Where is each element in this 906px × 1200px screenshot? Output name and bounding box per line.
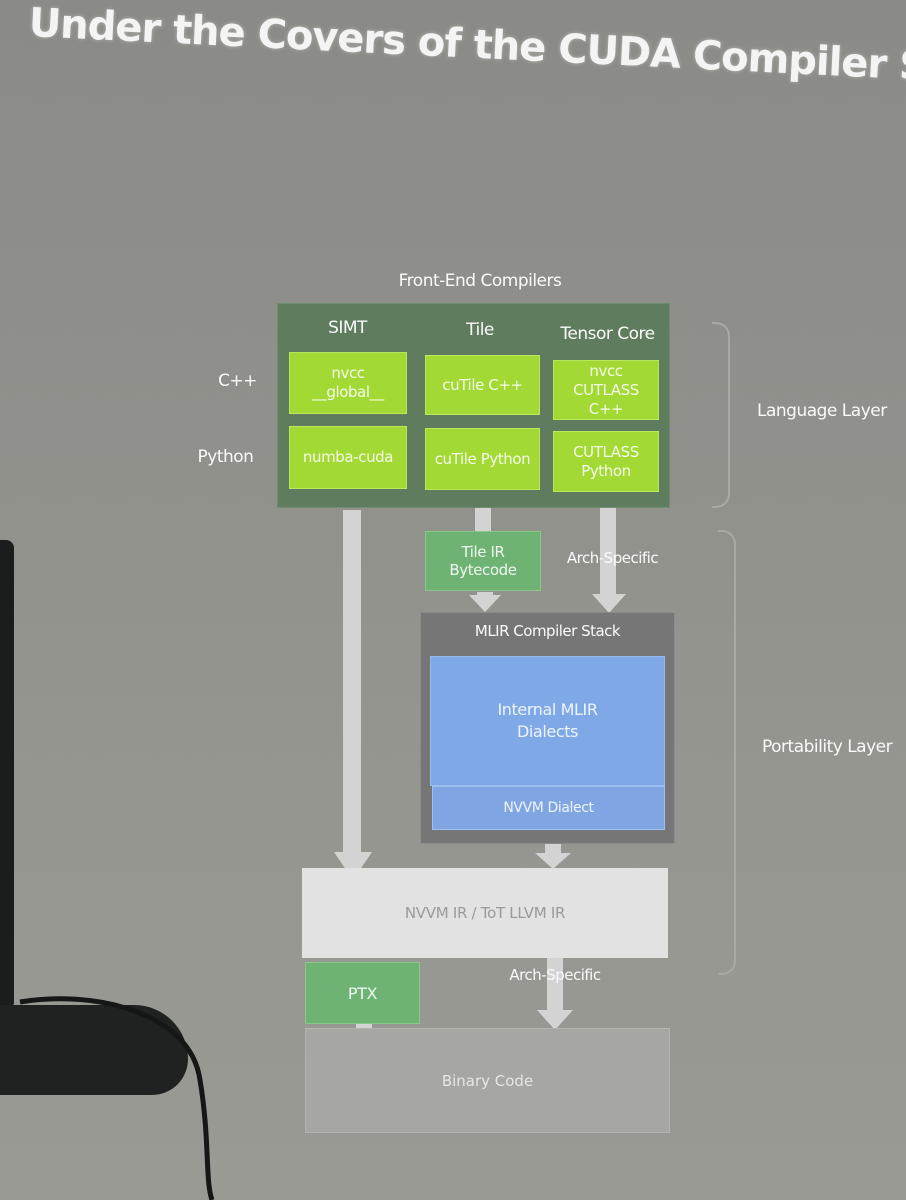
column-header-tile: Tile [466, 320, 494, 340]
portability-layer-bracket [718, 530, 736, 975]
nvvm-ir-bar: NVVM IR / ToT LLVM IR [302, 868, 668, 958]
foreground-cable [19, 996, 215, 1200]
tile-ir-bytecode-box: Tile IR Bytecode [425, 531, 541, 591]
cell-numba-cuda: numba-cuda [289, 426, 407, 489]
mlir-heading: MLIR Compiler Stack [474, 622, 621, 640]
row-label-python: Python [197, 447, 254, 467]
cell-nvcc-global: nvcc __global__ [289, 352, 407, 414]
column-header-tensor-core: Tensor Core [560, 324, 655, 344]
language-layer-label: Language Layer [757, 401, 887, 421]
arrow-tensor-shaft [600, 508, 616, 596]
arrow-simt-head [334, 852, 372, 880]
row-label-cpp: C++ [218, 371, 257, 391]
front-end-heading: Front-End Compilers [398, 271, 562, 291]
cell-nvcc-global-line2: __global__ [312, 383, 384, 401]
internal-mlir-line2: Dialects [516, 722, 579, 741]
language-layer-bracket [712, 322, 730, 508]
cell-nvcc-cutlass-line1: nvcc [589, 361, 623, 380]
binary-code-box: Binary Code [305, 1028, 670, 1133]
foreground-device [0, 540, 14, 1010]
arrow-arch-head [537, 1010, 573, 1030]
cell-nvcc-cutlass-line2: CUTLASS C++ [573, 380, 639, 418]
internal-mlir-dialects: Internal MLIR Dialects [430, 656, 665, 786]
column-header-simt: SIMT [328, 318, 367, 338]
cell-cutlass-python: CUTLASS Python [553, 431, 659, 492]
arrow-tensor-head [592, 594, 626, 613]
cell-cutlass-python-line2: Python [581, 461, 631, 480]
arrow-mlir-head [535, 853, 571, 869]
arrow-arch-shaft [547, 958, 563, 1013]
cell-nvcc-global-line1: nvcc [331, 364, 365, 382]
arrow-tile-head [469, 595, 501, 612]
ptx-box: PTX [305, 962, 420, 1024]
arch-specific-label-bottom: Arch-Specific [509, 966, 601, 984]
portability-layer-label: Portability Layer [762, 737, 893, 757]
cell-nvcc-cutlass-cpp: nvcc CUTLASS C++ [553, 360, 659, 420]
nvvm-dialect: NVVM Dialect [432, 786, 665, 830]
arrow-simt-shaft [343, 510, 361, 862]
cell-cutile-python: cuTile Python [425, 428, 540, 490]
cell-cutlass-python-line1: CUTLASS [573, 442, 639, 461]
arch-specific-label-top: Arch-Specific [566, 549, 659, 567]
cell-cutile-cpp: cuTile C++ [425, 355, 540, 415]
internal-mlir-line1: Internal MLIR [497, 700, 598, 719]
arrow-tile-shaft-1 [475, 508, 491, 533]
slide-title: Under the Covers of the CUDA Compiler St… [27, 0, 906, 95]
